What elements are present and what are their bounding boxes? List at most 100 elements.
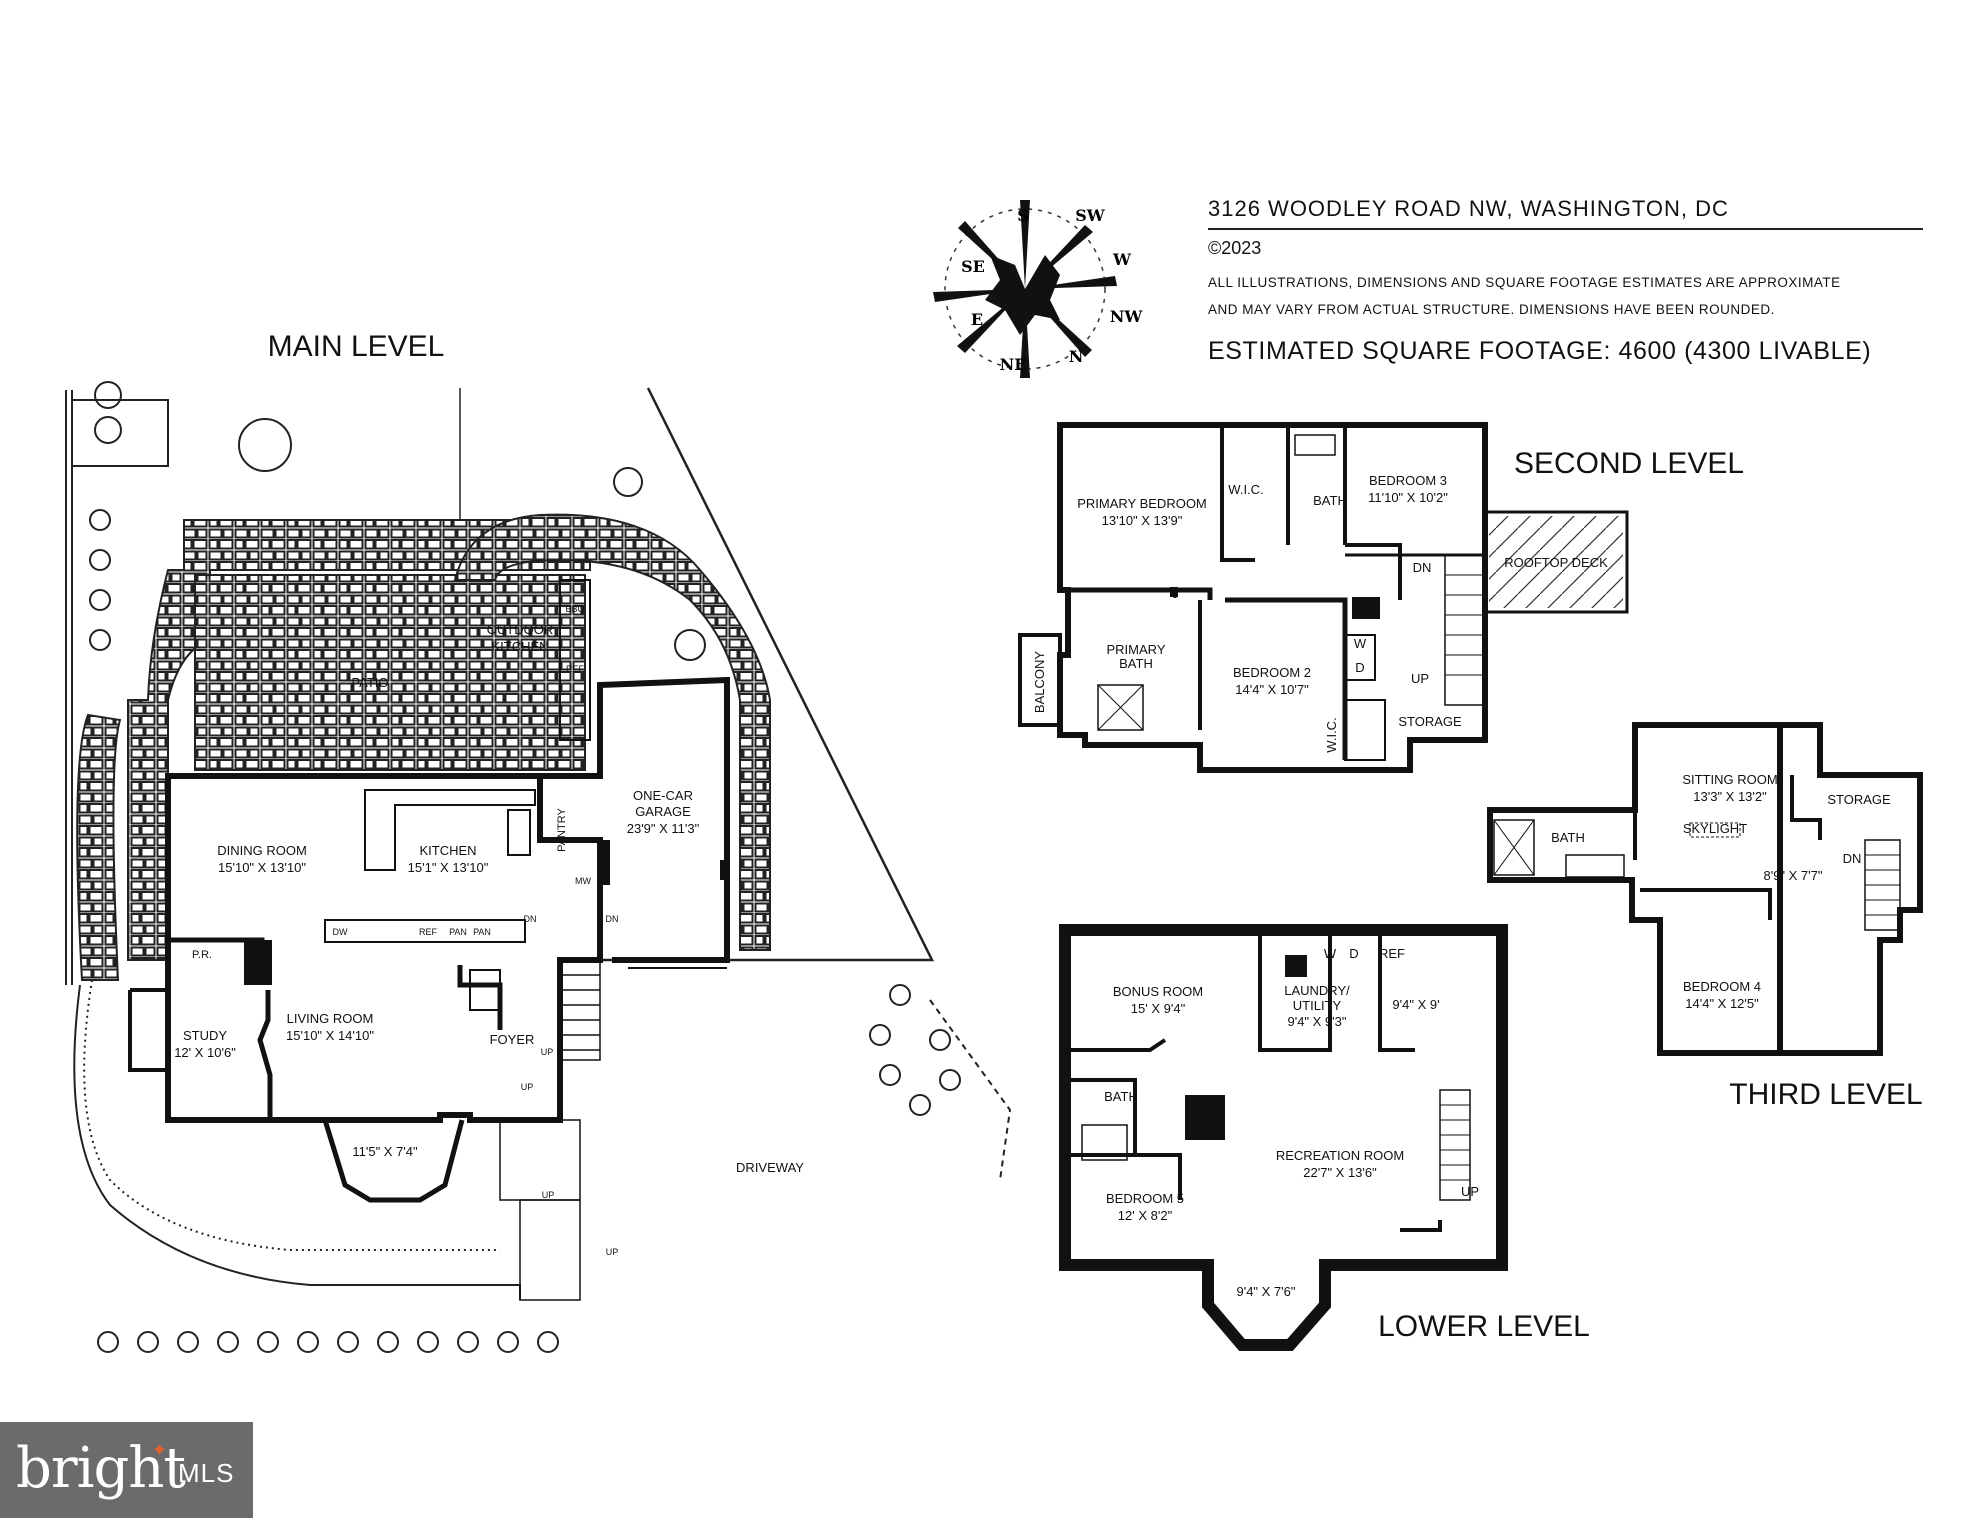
bedroom3-label: BEDROOM 3 xyxy=(1369,473,1447,488)
lower-washer-label: W xyxy=(1324,946,1337,961)
kitchen-dim: 15'1" X 13'10" xyxy=(408,860,489,875)
garage-dim: 23'9" X 11'3" xyxy=(627,821,700,836)
lower-dryer-label: D xyxy=(1349,946,1358,961)
third-storage-label: STORAGE xyxy=(1827,792,1891,807)
compass-sw: SW xyxy=(1075,206,1106,225)
logo-suffix: MLS xyxy=(178,1458,235,1488)
compass-nw: NW xyxy=(1110,307,1144,326)
dining-room-dim: 15'10" X 13'10" xyxy=(218,860,306,875)
main-up-label-4: UP xyxy=(606,1247,619,1257)
compass-e: E xyxy=(971,310,983,329)
wic2-label: W.I.C. xyxy=(1324,717,1339,752)
laundry-label-1: LAUNDRY/ xyxy=(1284,983,1350,998)
property-address: 3126 WOODLEY ROAD NW, WASHINGTON, DC xyxy=(1208,196,1923,230)
second-bath-label: BATH xyxy=(1313,493,1347,508)
rooftop-deck-label: ROOFTOP DECK xyxy=(1504,555,1608,570)
square-footage: ESTIMATED SQUARE FOOTAGE: 4600 (4300 LIV… xyxy=(1208,337,1872,365)
main-up-label-1: UP xyxy=(541,1047,554,1057)
bedroom2-dim: 14'4" X 10'7" xyxy=(1235,682,1309,697)
powder-room-label: P.R. xyxy=(192,949,212,961)
garage-label-2: GARAGE xyxy=(635,804,691,819)
second-up-label: UP xyxy=(1411,671,1429,686)
patio-label: PATIO xyxy=(351,675,388,690)
outdoor-ref-label: REF xyxy=(566,664,585,674)
plan-header: 3126 WOODLEY ROAD NW, WASHINGTON, DC ©20… xyxy=(1208,196,1923,366)
bedroom2-label: BEDROOM 2 xyxy=(1233,665,1311,680)
laundry-label-2: UTILITY xyxy=(1293,998,1342,1013)
copyright: ©2023 xyxy=(1208,238,1262,258)
outdoor-kitchen-label-2: KITCHEN xyxy=(491,639,548,654)
pan-label-2: PAN xyxy=(473,927,491,937)
lower-bath-label: BATH xyxy=(1104,1089,1138,1104)
disclaimer-line-1: ALL ILLUSTRATIONS, DIMENSIONS AND SQUARE… xyxy=(1208,275,1841,290)
third-level-title: THIRD LEVEL xyxy=(1729,1078,1922,1111)
compass-ne: NE xyxy=(1000,355,1027,374)
living-room-label: LIVING ROOM xyxy=(287,1011,374,1026)
bedroom3-dim: 11'10" X 10'2" xyxy=(1368,490,1448,505)
kitchen-label: KITCHEN xyxy=(419,843,476,858)
main-down-label-1: DN xyxy=(524,914,537,924)
study-dim: 12' X 10'6" xyxy=(174,1045,236,1060)
disclaimer: ALL ILLUSTRATIONS, DIMENSIONS AND SQUARE… xyxy=(1208,269,1923,323)
bedroom4-label: BEDROOM 4 xyxy=(1683,979,1761,994)
outdoor-kitchen-label-1: OUTDOOR xyxy=(487,622,553,637)
lower-ref-label: REF xyxy=(1379,946,1405,961)
compass-n: N xyxy=(1069,347,1084,366)
driveway-label: DRIVEWAY xyxy=(736,1160,804,1175)
mw-label: MW xyxy=(575,876,591,886)
third-level-plan xyxy=(1487,722,1923,1056)
skylight-label: SKYLIGHT xyxy=(1683,821,1747,836)
disclaimer-line-2: AND MAY VARY FROM ACTUAL STRUCTURE. DIME… xyxy=(1208,302,1775,317)
primary-bath-label-1: PRIMARY xyxy=(1107,642,1166,657)
compass-rose xyxy=(933,200,1117,378)
bedroom5-label: BEDROOM 5 xyxy=(1106,1191,1184,1206)
lower-up-label: UP xyxy=(1461,1184,1479,1199)
compass-s: S xyxy=(1017,206,1029,225)
sitting-room-label: SITTING ROOM xyxy=(1682,772,1777,787)
bedroom5-dim: 12' X 8'2" xyxy=(1118,1208,1173,1223)
pan-label-1: PAN xyxy=(449,927,467,937)
dining-room-label: DINING ROOM xyxy=(217,843,307,858)
second-down-label: DN xyxy=(1413,560,1432,575)
bbq-label: BBQ xyxy=(565,604,584,614)
foyer-label: FOYER xyxy=(490,1032,535,1047)
recreation-room-label: RECREATION ROOM xyxy=(1276,1148,1404,1163)
balcony-label: BALCONY xyxy=(1032,651,1047,713)
laundry-dim: 9'4" X 9'3" xyxy=(1287,1014,1346,1029)
second-level-plan xyxy=(1018,422,1629,773)
living-room-dim: 15'10" X 14'10" xyxy=(286,1028,374,1043)
third-bath-label: BATH xyxy=(1551,830,1585,845)
recreation-room-dim: 22'7" X 13'6" xyxy=(1303,1165,1377,1180)
main-down-label-2: DN xyxy=(606,914,619,924)
second-storage-label: STORAGE xyxy=(1398,714,1462,729)
main-level-title: MAIN LEVEL xyxy=(268,330,445,363)
landing-dim: 8'9" X 7'7" xyxy=(1763,868,1822,883)
bright-mls-logo: bright ✦ MLS xyxy=(0,1422,253,1518)
main-level-plan xyxy=(65,381,1012,1353)
primary-bedroom-label: PRIMARY BEDROOM xyxy=(1077,496,1207,511)
lower-level-plan xyxy=(1059,924,1508,1351)
pantry-label: PANTRY xyxy=(556,808,568,852)
second-washer-label: W xyxy=(1354,636,1367,651)
bedroom4-dim: 14'4" X 12'5" xyxy=(1685,996,1759,1011)
lower-room-dim: 9'4" X 9' xyxy=(1392,997,1439,1012)
dishwasher-label: DW xyxy=(333,927,348,937)
logo-spark-icon: ✦ xyxy=(152,1440,168,1460)
wic-label: W.I.C. xyxy=(1228,482,1263,497)
garage-label-1: ONE-CAR xyxy=(633,788,693,803)
second-level-title: SECOND LEVEL xyxy=(1514,447,1744,480)
kitchen-ref-label: REF xyxy=(419,927,438,937)
study-label: STUDY xyxy=(183,1028,227,1043)
main-up-label-3: UP xyxy=(542,1190,555,1200)
primary-bath-label-2: BATH xyxy=(1119,656,1153,671)
compass-w: W xyxy=(1112,250,1132,269)
logo-brand: bright xyxy=(16,1436,186,1501)
compass-se: SE xyxy=(961,257,985,276)
bonus-room-dim: 15' X 9'4" xyxy=(1131,1001,1186,1016)
primary-bedroom-dim: 13'10" X 13'9" xyxy=(1102,513,1183,528)
second-dryer-label: D xyxy=(1355,660,1364,675)
lower-level-title: LOWER LEVEL xyxy=(1378,1310,1590,1343)
third-down-label: DN xyxy=(1843,851,1862,866)
lower-bay-dim: 9'4" X 7'6" xyxy=(1236,1284,1295,1299)
